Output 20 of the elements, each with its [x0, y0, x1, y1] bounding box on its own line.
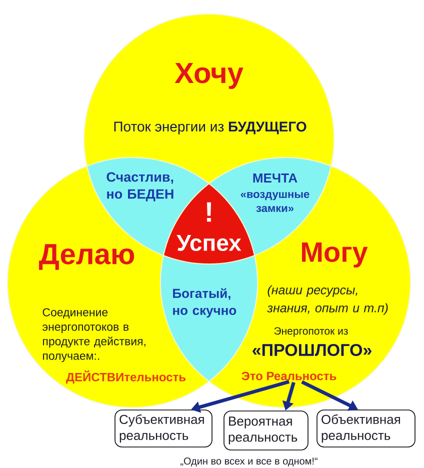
rounded-box: Вероятная реальность: [224, 410, 308, 450]
circle-text: «ПРОШЛОГО»: [252, 344, 372, 356]
circle-title: Могу: [302, 242, 368, 268]
circle-title: Хочу: [174, 63, 244, 89]
rounded-box: Объективная реальность: [316, 410, 416, 448]
circle-title: Делаю: [39, 244, 134, 270]
region-text: Успех: [176, 234, 242, 252]
text-label: Это Реальность: [242, 372, 336, 380]
footer-text: „Один во всех и все в одном!“: [180, 458, 318, 466]
circle-text: (наши ресурсы, знания, опыт и т.п): [267, 285, 388, 315]
circle-text: ДЕЙСТВИтельность: [66, 370, 186, 384]
circle-text: Поток энергии из БУДУЩЕГО: [114, 122, 306, 134]
region-text: !: [206, 202, 211, 222]
region-text: МЕЧТА: [253, 174, 298, 182]
region-text: Счастлив, но БЕДЕН: [106, 172, 174, 202]
region-text: «воздушные замки»: [240, 192, 310, 212]
region-text: Богатый, но скучно: [173, 288, 236, 318]
circle-text: Соединение энергопотоков в продукте действия, получаем:.: [42, 308, 146, 362]
rounded-box: Субъективная реальность: [114, 410, 212, 448]
circle-text: Энергопоток из: [274, 327, 348, 337]
